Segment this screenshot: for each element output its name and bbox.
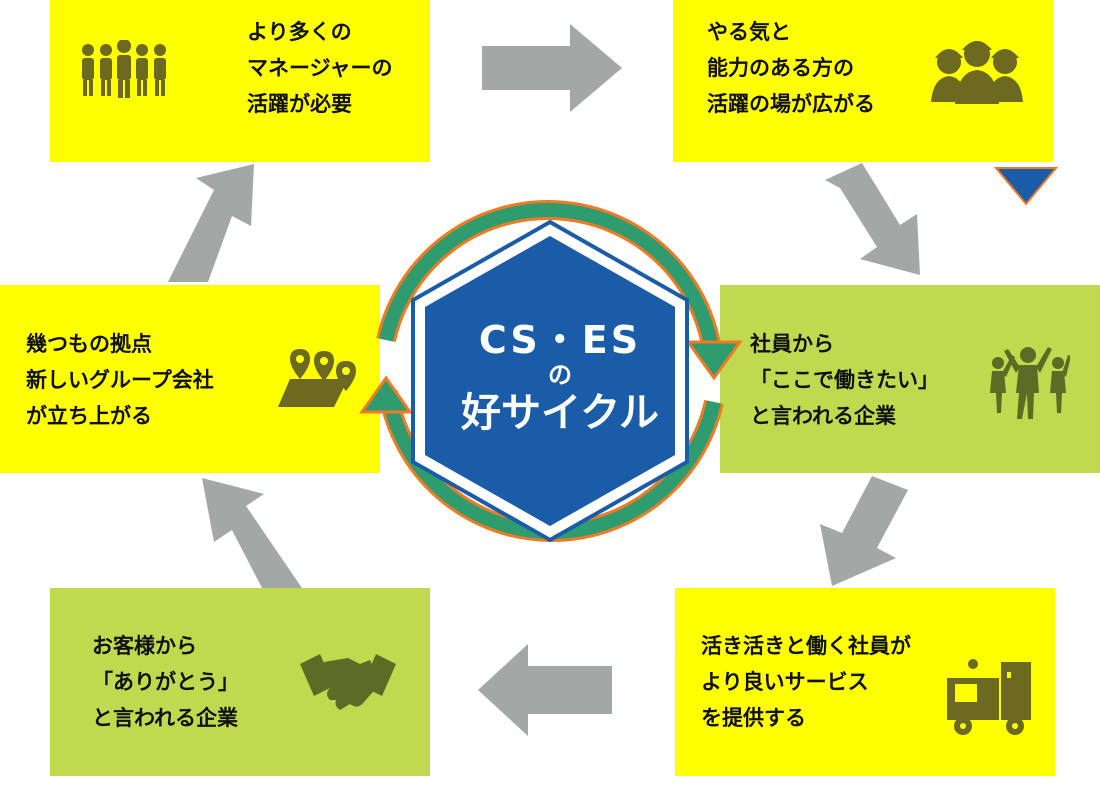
arrow-left-upper — [168, 164, 254, 282]
arrow-top-right — [482, 24, 622, 112]
box-want-to-work-here: 社員から 「ここで働きたい」 と言われる企業 — [720, 285, 1100, 473]
arrow-right-lower — [820, 476, 908, 586]
box-motivated-people-text: やる気と 能力のある方の 活躍の場が広がる — [707, 20, 875, 116]
center-title-line1: CS・ES — [478, 318, 642, 362]
arrow-right-upper — [825, 163, 920, 275]
box-new-group-companies-text: 幾つもの拠点 新しいグループ会社 が立ち上がる — [26, 332, 214, 428]
box-want-to-work-here-text: 社員から 「ここで働きたい」 と言われる企業 — [750, 332, 939, 428]
center-hexagon — [425, 236, 675, 526]
cycle-arc-top-inner — [379, 203, 719, 352]
box-motivated-people: やる気と 能力のある方の 活躍の場が広がる — [673, 0, 1053, 162]
cheering-people-icon — [990, 347, 1070, 419]
box-better-service: 活き活きと働く社員が より良いサービス を提供する — [675, 588, 1055, 776]
map-pins-icon — [278, 349, 356, 407]
box-thank-you-text: お客様から 「ありがとう」 と言われる企業 — [92, 634, 239, 730]
cycle-arrowhead-left — [359, 375, 413, 414]
box-better-service-text: 活き活きと働く社員が より良いサービス を提供する — [701, 634, 911, 730]
team-icon — [82, 40, 166, 98]
box-more-managers: より多くの マネージャーの 活躍が必要 — [50, 0, 430, 162]
truck-icon — [947, 659, 1031, 735]
handshake-icon — [300, 654, 396, 710]
box-new-group-companies: 幾つもの拠点 新しいグループ会社 が立ち上がる — [0, 285, 380, 473]
cycle-arrowhead-right — [685, 340, 743, 381]
center-title: CS・ES の 好サイクル — [430, 318, 690, 438]
workers-icon — [931, 41, 1023, 104]
center-title-line2: の — [548, 361, 572, 389]
box-more-managers-text: より多くの マネージャーの 活躍が必要 — [247, 20, 393, 116]
center-title-line3: 好サイクル — [461, 390, 659, 436]
arrow-left-lower — [202, 478, 302, 588]
box-thank-you: お客様から 「ありがとう」 と言われる企業 — [50, 588, 430, 776]
arrow-bottom-left — [478, 644, 612, 736]
down-triangle-marker — [993, 167, 1059, 206]
